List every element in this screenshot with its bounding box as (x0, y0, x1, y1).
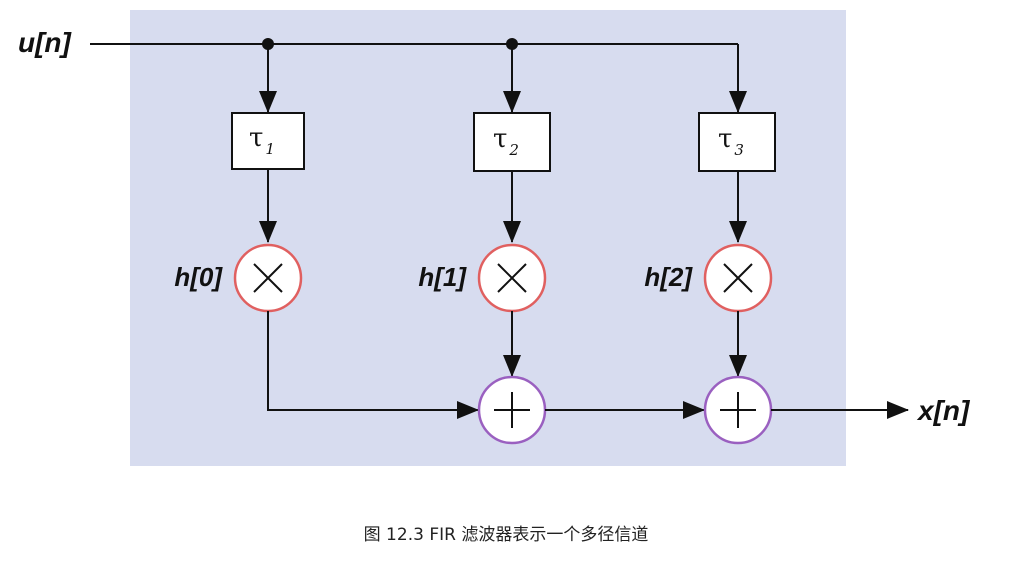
multiply-icon-1 (253, 263, 283, 293)
mult-1-to-adder-1 (267, 311, 479, 419)
coeff-label-1: h[0] (174, 262, 223, 292)
input-label: u[n] (18, 27, 73, 58)
coeff-label-2: h[1] (418, 262, 467, 292)
plus-icon-1 (494, 392, 530, 428)
delay-box-3 (698, 112, 776, 172)
delay-box-2 (473, 112, 551, 172)
coeff-label-3: h[2] (644, 262, 693, 292)
multiply-icon-3 (723, 263, 753, 293)
output-label: x[n] (916, 395, 971, 426)
multiply-icon-2 (497, 263, 527, 293)
figure-caption: 图 12.3 FIR 滤波器表示一个多径信道 (363, 525, 649, 545)
plus-icon-2 (720, 392, 756, 428)
